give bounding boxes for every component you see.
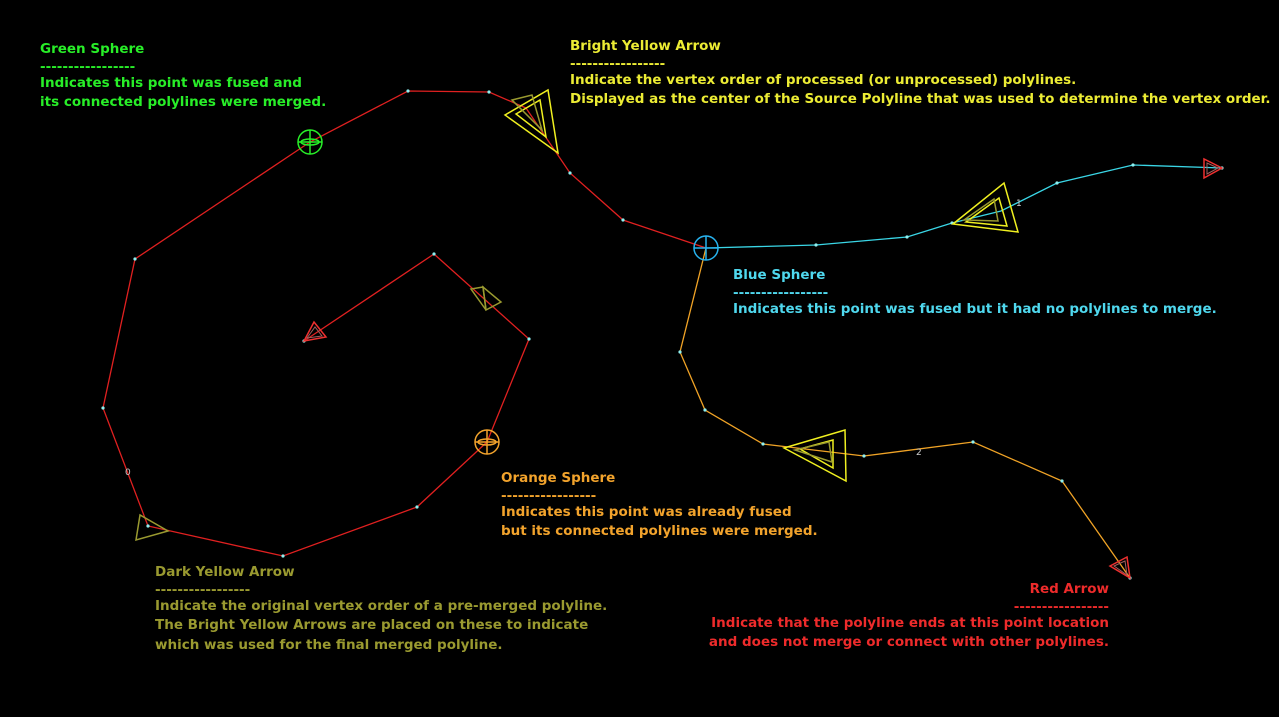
- blue-sphere-note: Blue Sphere ----------------- Indicates …: [733, 266, 1217, 319]
- note-line: Indicates this point was already fused: [501, 503, 792, 520]
- note-line: its connected polylines were merged.: [40, 94, 327, 110]
- dark-yellow-arrow-icon: [135, 94, 999, 542]
- note-line: Indicate the vertex order of processed (…: [570, 71, 1077, 88]
- note-line: Indicates this point was fused but it ha…: [733, 300, 1217, 317]
- note-title: Green Sphere: [40, 41, 145, 57]
- note-title: Blue Sphere: [733, 267, 826, 283]
- polyline-label-2: 2: [916, 448, 922, 458]
- note-divider: -----------------: [501, 487, 597, 504]
- note-title: Red Arrow: [1029, 581, 1109, 597]
- polyline-label-1: 1: [1016, 199, 1022, 209]
- green-sphere-icon: [297, 129, 323, 155]
- red-arrow-icon: [302, 157, 1224, 580]
- red-arrow-note: Red Arrow ----------------- Indicate tha…: [709, 580, 1109, 653]
- red-arrow-detail: [305, 162, 1220, 577]
- green-sphere-note: Green Sphere ----------------- Indicates…: [40, 40, 326, 113]
- orange-polyline: [679, 247, 1131, 579]
- note-line: but its connected polylines were merged.: [501, 523, 818, 539]
- note-divider: -----------------: [733, 284, 829, 301]
- note-divider: -----------------: [40, 58, 136, 75]
- bright-yellow-arrow-note: Bright Yellow Arrow ----------------- In…: [570, 37, 1271, 110]
- orange-sphere-note: Orange Sphere ----------------- Indicate…: [501, 469, 818, 542]
- note-title: Bright Yellow Arrow: [570, 38, 721, 54]
- polyline-vertices: [101, 89, 1224, 580]
- note-title: Orange Sphere: [501, 470, 616, 486]
- note-line: and does not merge or connect with other…: [708, 634, 1109, 650]
- note-line: Displayed as the center of the Source Po…: [570, 91, 1271, 107]
- red-merged-polyline: [102, 90, 707, 557]
- blue-sphere-icon: [693, 235, 719, 261]
- bright-yellow-arrow-icon: [503, 88, 560, 155]
- note-divider: -----------------: [1013, 598, 1109, 615]
- dark-yellow-arrow-note: Dark Yellow Arrow ----------------- Indi…: [155, 563, 607, 655]
- orange-sphere-icon: [474, 429, 500, 455]
- note-divider: -----------------: [570, 55, 666, 72]
- note-title: Dark Yellow Arrow: [155, 564, 295, 580]
- cyan-polyline: [705, 164, 1223, 249]
- note-line: which was used for the final merged poly…: [155, 636, 503, 653]
- note-line: The Bright Yellow Arrows are placed on t…: [155, 617, 589, 633]
- note-line: Indicate the original vertex order of a …: [155, 597, 608, 614]
- note-divider: -----------------: [155, 581, 251, 598]
- polyline-label-0: 0: [125, 468, 131, 478]
- note-line: Indicate that the polyline ends at this …: [711, 614, 1109, 631]
- note-line: Indicates this point was fused and: [40, 74, 302, 91]
- bright-yellow-arrow-icon: [951, 181, 1020, 233]
